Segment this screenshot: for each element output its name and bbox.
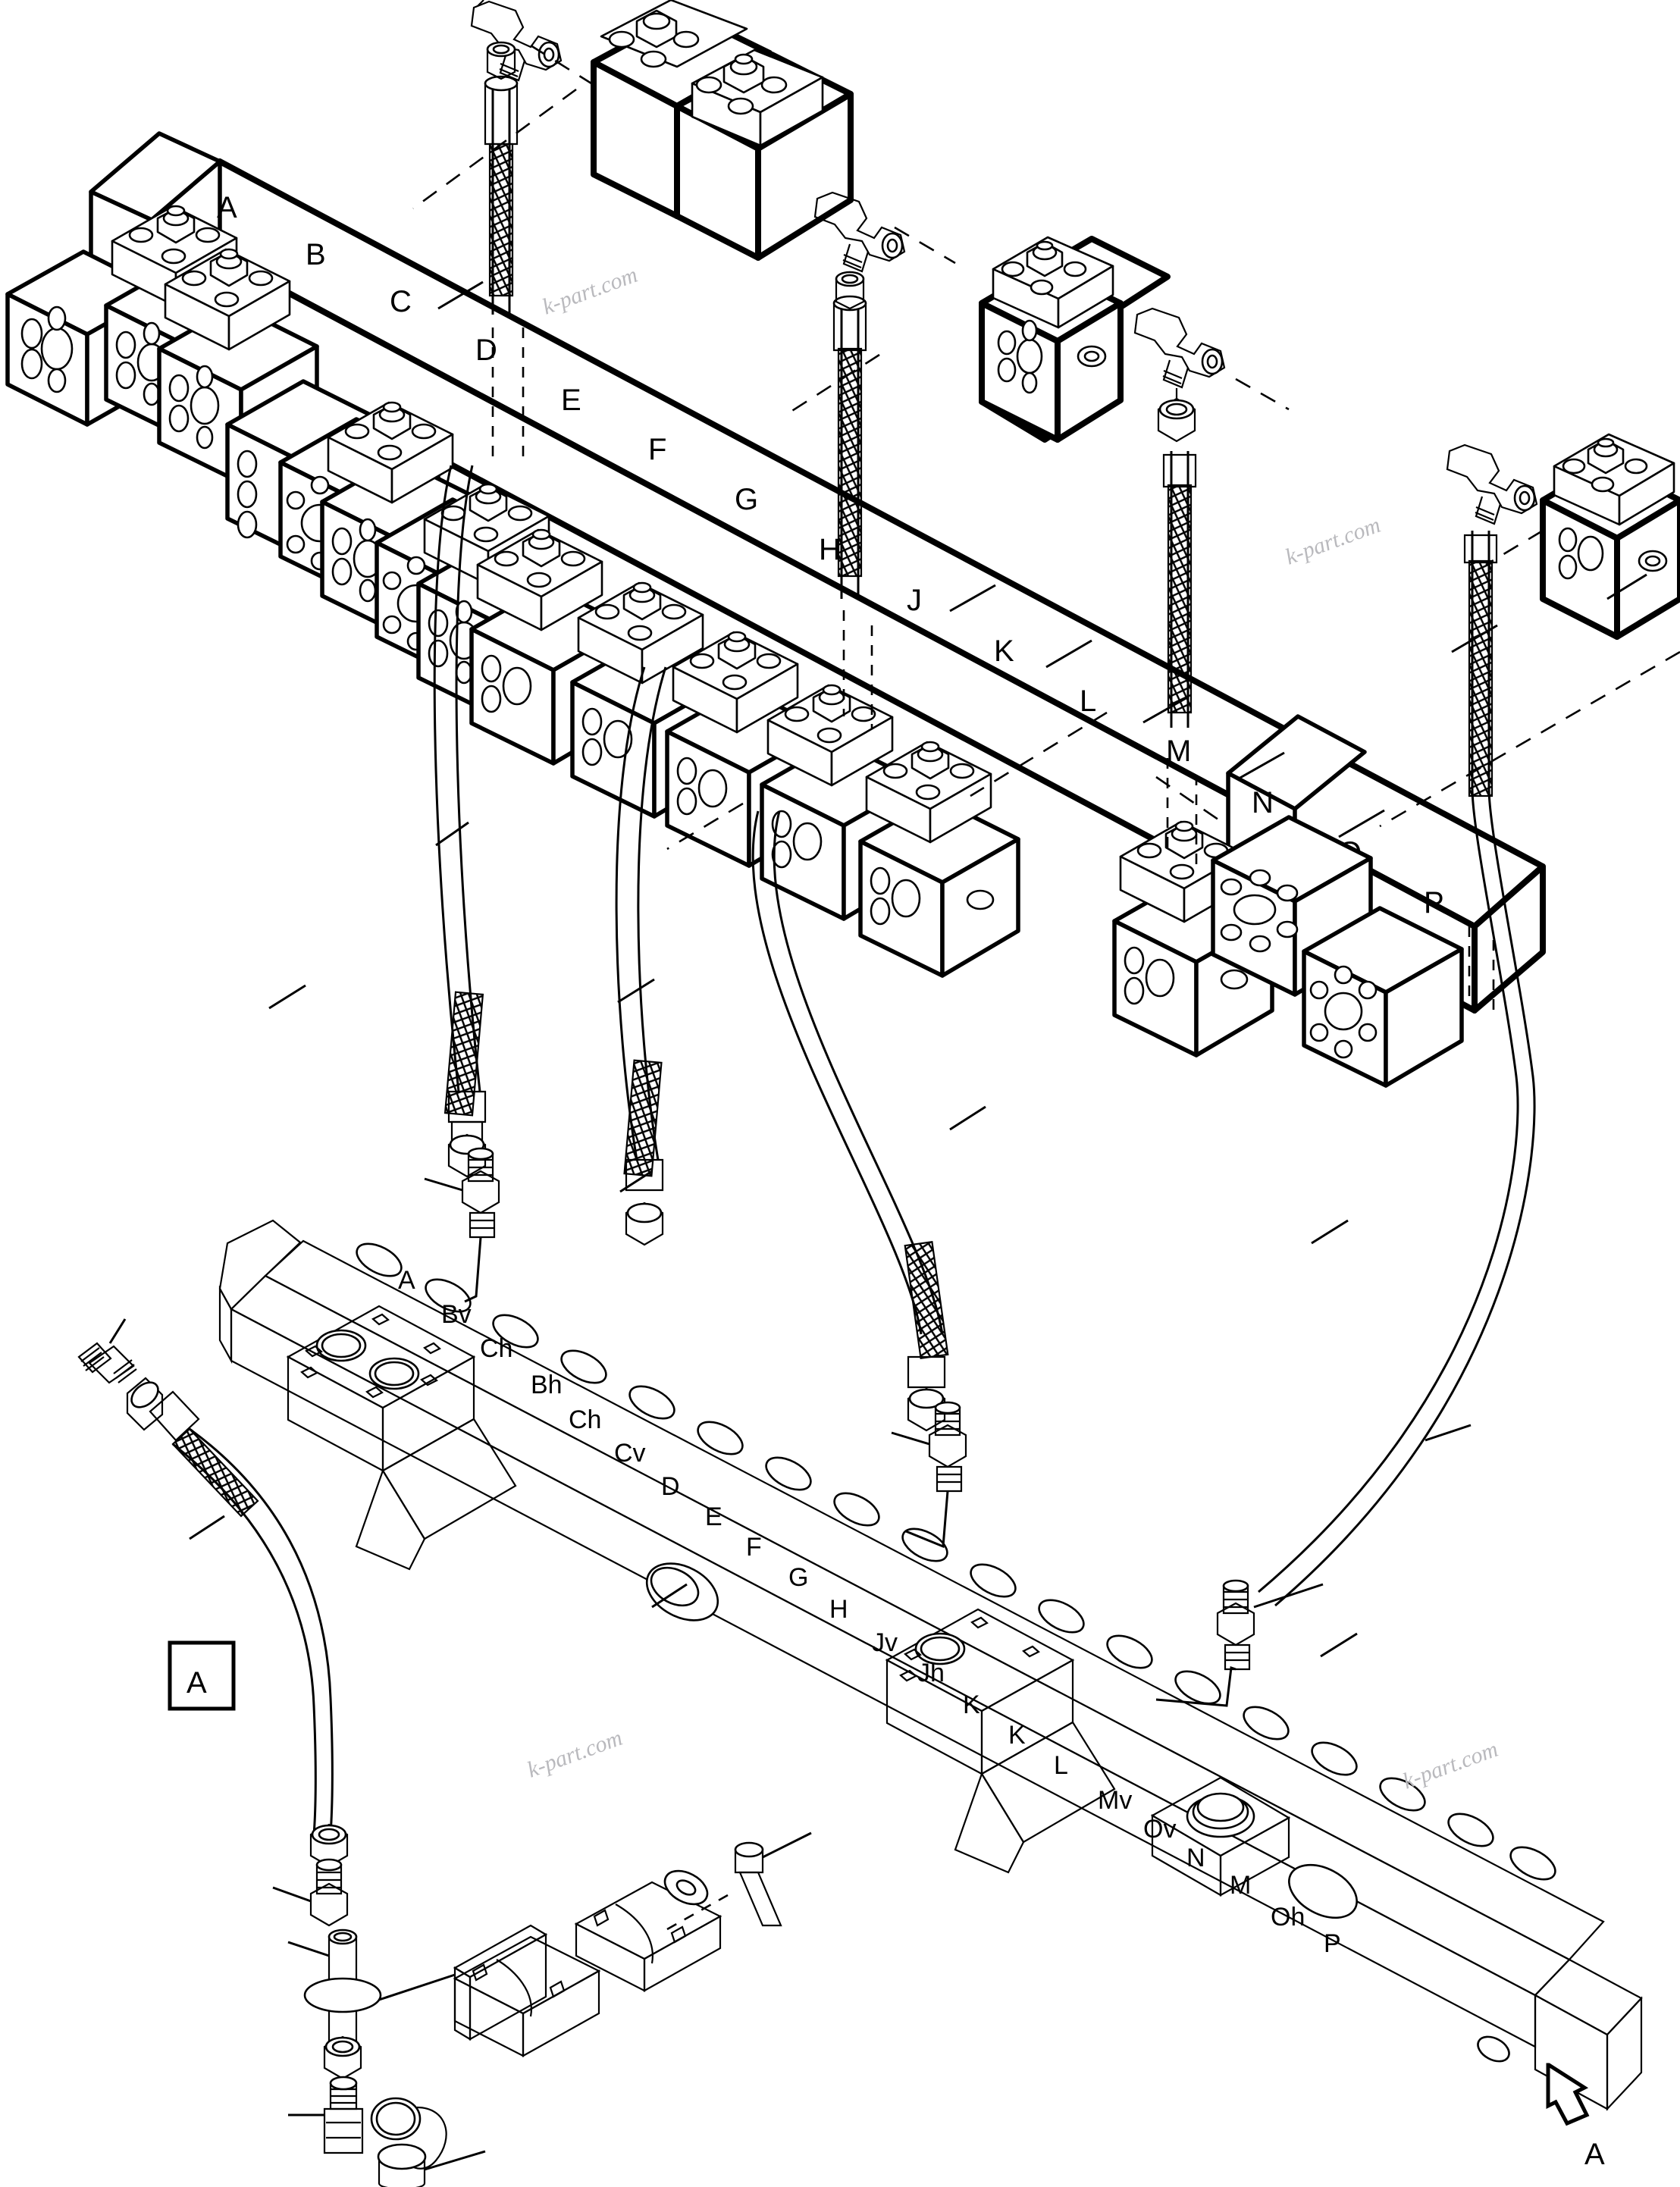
view-arrow-label: A: [1584, 2138, 1605, 2171]
lower-port-label-M: M: [1230, 1871, 1251, 1900]
elbow-fitting-4: [1446, 443, 1538, 525]
upper-port-label-B: B: [306, 238, 326, 271]
lower-rail-ports: [356, 1242, 1556, 1881]
hose-7: [751, 810, 949, 1432]
upper-port-label-E: E: [561, 384, 581, 417]
upper-port-label-C: C: [390, 285, 412, 318]
hose-1: [484, 41, 519, 315]
washer-2: [663, 1869, 709, 1906]
hose-6: [615, 666, 667, 1246]
coupling-nut-1: [309, 1823, 349, 1868]
part-leader-lines: [189, 573, 1647, 1658]
upper-port-label-D: D: [475, 334, 497, 367]
detached-valve-block-4: [1540, 433, 1680, 640]
upper-port-label-L: L: [1080, 685, 1096, 718]
nut-1: [323, 2035, 362, 2080]
lower-port-label-Bv: Bv: [441, 1300, 472, 1329]
section-marker-label: A: [186, 1666, 207, 1700]
elbow-fitting-group: [470, 0, 1538, 525]
watermark-3: k-part.com: [524, 1725, 625, 1783]
lower-port-label-A: A: [398, 1266, 415, 1295]
lower-port-label-K2: K: [1008, 1721, 1026, 1750]
upper-port-label-A: A: [217, 191, 237, 224]
lower-rail-threaded-boss: [1150, 1776, 1291, 1897]
lower-port-label-Jv: Jv: [872, 1628, 898, 1657]
hose-8: [77, 1318, 334, 1835]
hose-5: [433, 465, 487, 1178]
valve-block-group-upper: [5, 205, 1464, 1088]
lower-port-label-Cv: Cv: [614, 1439, 646, 1468]
lower-port-label-Ch2: Ch: [569, 1405, 601, 1434]
upper-port-label-H: H: [819, 533, 841, 566]
adaptor-fitting-1: [272, 1858, 349, 1927]
lower-port-label-E: E: [705, 1502, 722, 1531]
dust-cap-1: [370, 2097, 486, 2187]
lower-rail-port-labels: A Bv Ch Bh Ch Cv D E F G H Jv Jh K K L M…: [398, 1266, 1341, 1958]
hose-clamp-upper: [574, 1881, 729, 1992]
detached-valve-block-pair: [591, 0, 854, 261]
lower-port-label-Mv: Mv: [1098, 1786, 1132, 1815]
straight-fitting-1: [424, 1147, 500, 1303]
elbow-fitting-1: [470, 0, 563, 82]
upper-port-label-J: J: [907, 584, 922, 617]
lower-port-label-Jh: Jh: [917, 1659, 945, 1687]
straight-fitting-2: [891, 1401, 967, 1549]
valve-block-2: [157, 248, 319, 485]
lower-port-label-Ov: Ov: [1143, 1815, 1176, 1844]
adaptor-fitting-2: [288, 2076, 364, 2154]
upper-port-label-F: F: [648, 433, 666, 466]
hose-4: [1258, 531, 1536, 1607]
watermark-4: k-part.com: [1399, 1737, 1501, 1794]
lower-distribution-rail: [218, 1219, 1643, 2111]
bracket-plate-1: [453, 1924, 548, 2041]
view-direction-arrow: A: [1546, 2063, 1605, 2171]
lower-port-label-G: G: [788, 1563, 808, 1592]
lower-port-label-Oh: Oh: [1271, 1903, 1305, 1932]
straight-fitting-3: [1155, 1579, 1324, 1707]
upper-port-label-M: M: [1166, 735, 1191, 768]
straight-fitting-group: [424, 1147, 1324, 1707]
section-marker-box: A: [168, 1640, 236, 1711]
washer-1: [303, 1973, 456, 2013]
lower-port-label-P: P: [1324, 1929, 1341, 1958]
upper-port-label-G: G: [735, 483, 758, 516]
lower-port-label-K: K: [963, 1690, 980, 1719]
hose-clamp-lower: [453, 1935, 601, 2057]
bottom-hardware-group: [272, 1823, 812, 2187]
cap-screw-1: [734, 1831, 812, 1927]
valve-block-15: [1302, 906, 1464, 1088]
watermark-2: k-part.com: [1282, 512, 1384, 570]
lower-port-label-N: N: [1186, 1844, 1205, 1872]
upper-port-label-P: P: [1424, 886, 1444, 920]
upper-port-label-N: N: [1252, 786, 1274, 819]
elbow-fitting-3: [1133, 307, 1226, 443]
detached-valve-block-2: [674, 49, 854, 261]
elbow-fitting-2: [813, 191, 906, 273]
lower-rail-mounted-block-1: [286, 1305, 517, 1571]
upper-port-label-K: K: [994, 634, 1014, 668]
lower-port-label-Bh: Bh: [531, 1371, 563, 1399]
lower-port-label-L: L: [1054, 1751, 1068, 1780]
lower-port-label-H: H: [829, 1595, 848, 1624]
rail-surface-ticks: [437, 280, 1385, 838]
lower-rail-mounted-block-2: [885, 1608, 1116, 1874]
watermark-1: k-part.com: [539, 262, 641, 320]
detached-valve-block-3: [979, 236, 1171, 443]
lower-port-label-Ch: Ch: [480, 1334, 512, 1363]
lower-port-label-F: F: [746, 1533, 762, 1562]
lower-port-label-D: D: [661, 1472, 680, 1501]
hose-3: [1162, 451, 1197, 728]
assembly-guide-lines: [412, 44, 1680, 1016]
valve-block-12: [858, 741, 1020, 978]
hose-2: [832, 271, 867, 599]
